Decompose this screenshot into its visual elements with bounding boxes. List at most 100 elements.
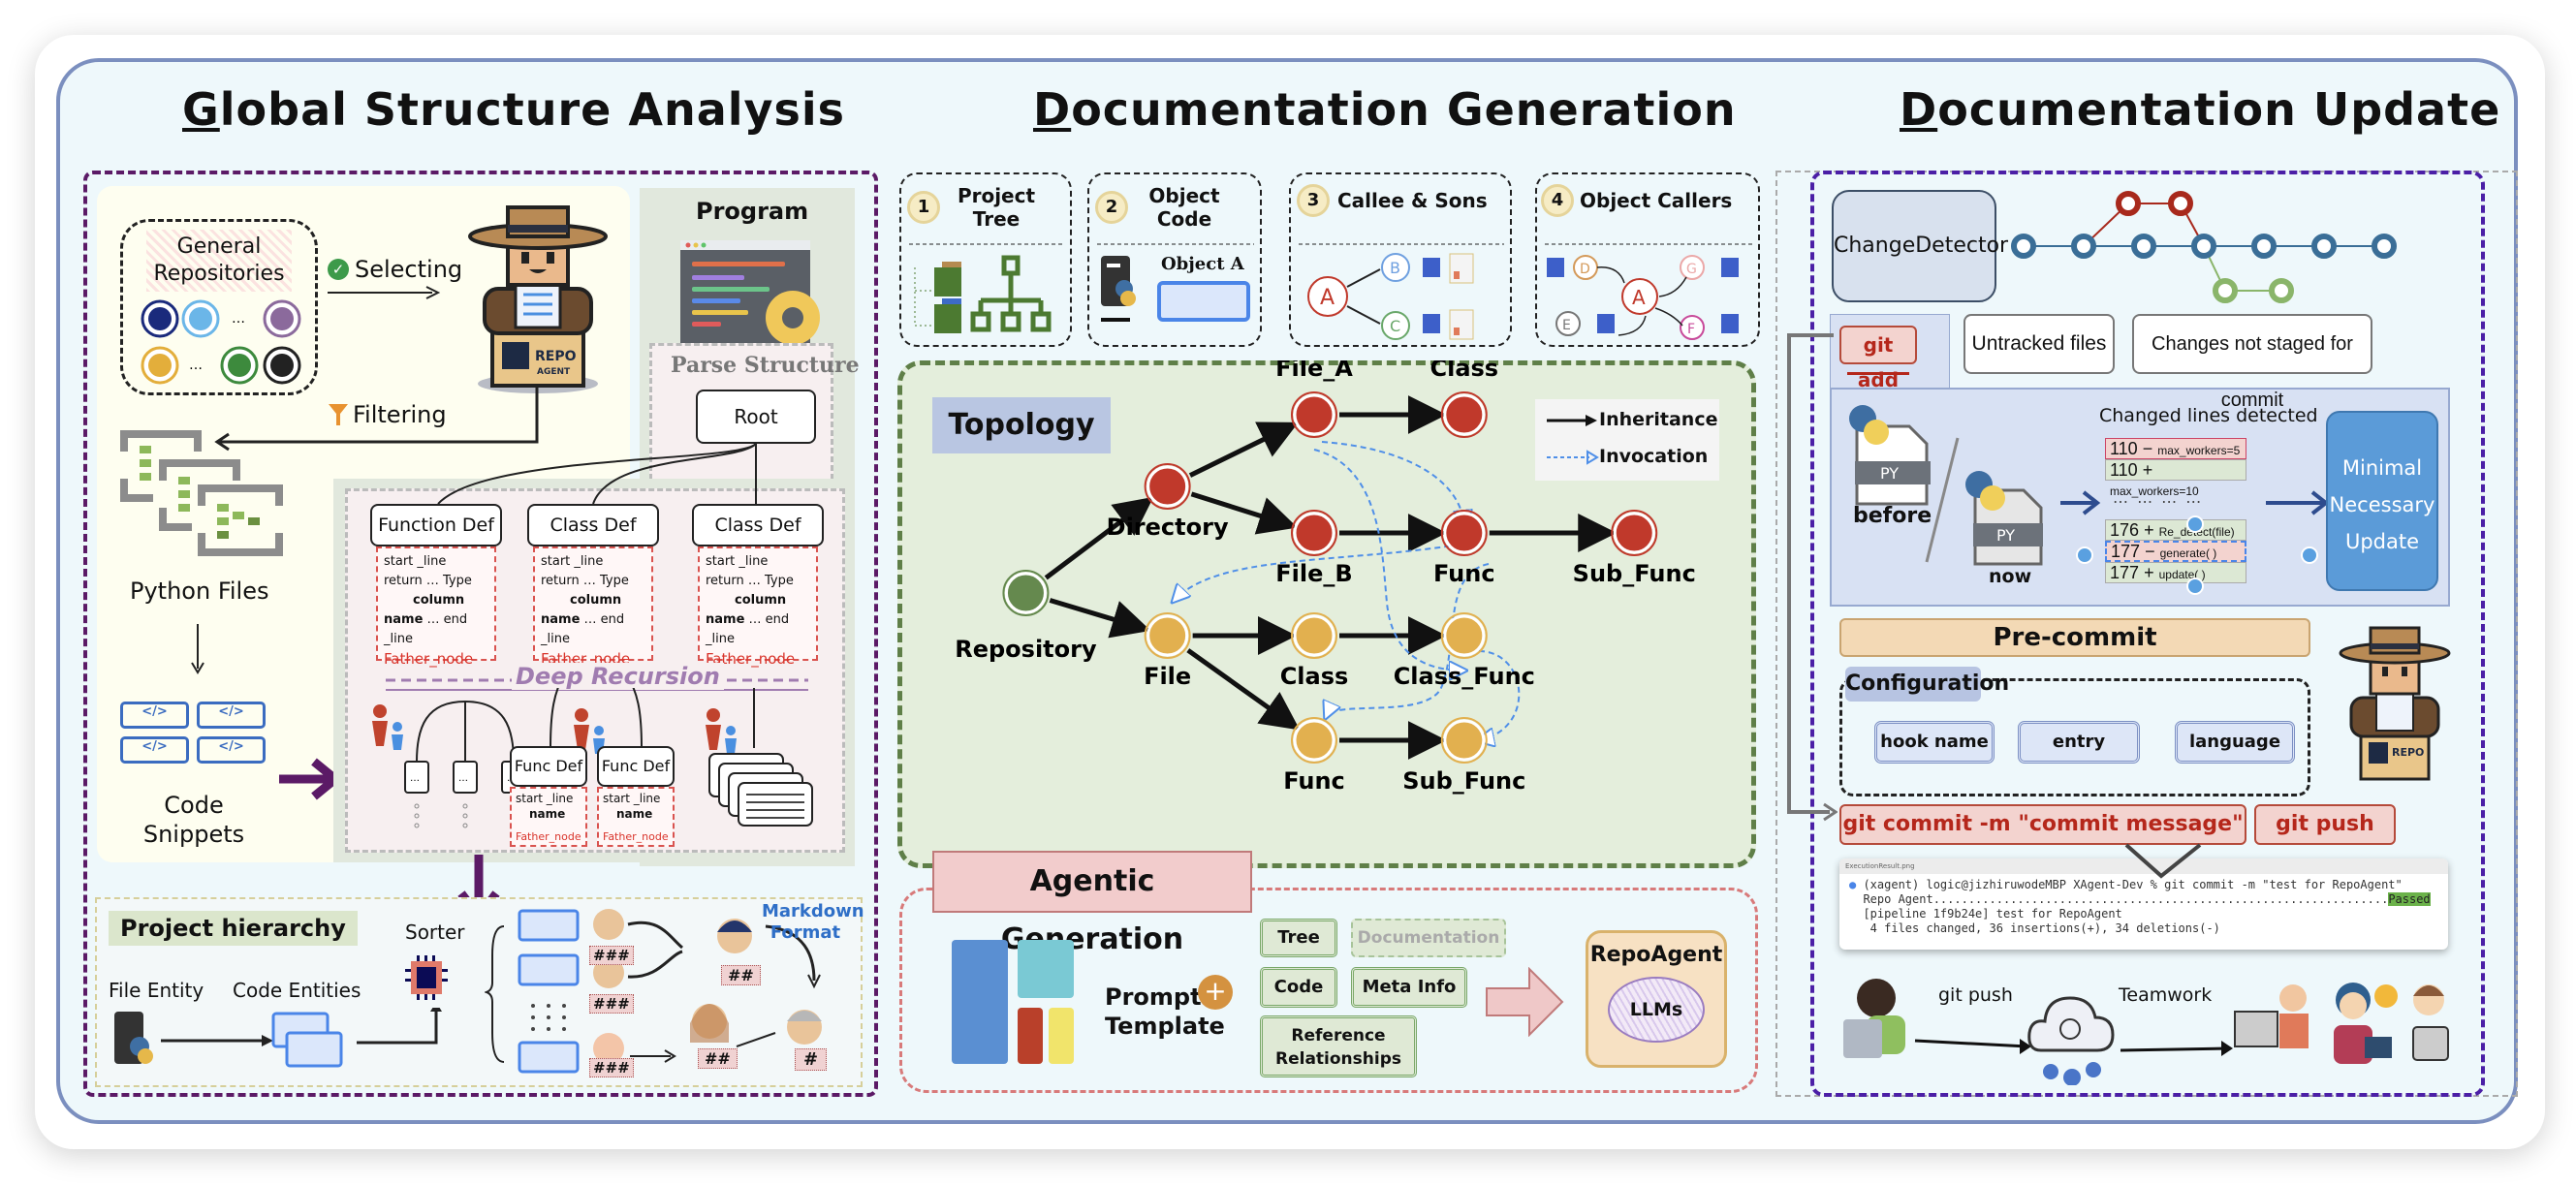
attr-father-node: Father_node [603, 830, 669, 843]
node-g: G [1686, 262, 1697, 277]
repoagent-mascot-icon: REPO AGENT [468, 205, 608, 393]
selection-handle-left[interactable] [2076, 546, 2093, 564]
legend-invocation: Invocation [1599, 446, 1709, 467]
inheritance-edge [1186, 648, 1301, 731]
code-snippets-grid: </> </> </> </> [120, 702, 266, 764]
topology-node-repository [1004, 572, 1047, 614]
before-label: before [1853, 504, 1932, 528]
topology-label-file-a: File_A [1275, 360, 1353, 382]
repoagent-label: RepoAgent [1589, 943, 1723, 967]
invocation-edge [1313, 449, 1464, 671]
agentic-generation-panel [899, 888, 1758, 1093]
teamwork-label: Teamwork [2119, 984, 2213, 1006]
sorter-label: Sorter [405, 921, 465, 944]
github-icons: … … [141, 299, 301, 385]
inheritance-edge [1188, 421, 1299, 478]
attr-name: name [529, 807, 566, 821]
step-number-badge: 3 [1297, 184, 1330, 217]
parent-child-icon [372, 704, 403, 750]
git-branch-graph [2011, 191, 2397, 303]
chip-tree: Tree [1260, 919, 1337, 957]
root-branches [437, 444, 757, 505]
terminal-line: [pipeline 1f9b24e] test for RepoAgent [1863, 907, 2122, 921]
python-file-icon [114, 1012, 153, 1064]
title-initial: G [182, 83, 220, 136]
attr-father-node: Father_node [384, 650, 474, 668]
teammate-computer-icon [2234, 984, 2309, 1048]
chip-documentation: Documentation [1351, 919, 1506, 957]
terminal-title: ExecutionResult.png [1839, 858, 2448, 874]
diff-line-selected[interactable]: 177 − generate( ) [2105, 541, 2246, 562]
code-entity-icon [271, 1012, 343, 1068]
svg-text:AGENT: AGENT [537, 367, 571, 377]
terminal-output: ● (xagent) logic@jizhiruwodeMBP XAgent-D… [1849, 878, 2431, 935]
cloud-sync-icon [2027, 996, 2115, 1085]
github-icon-lightblue [181, 299, 220, 338]
plus-icon: + [1198, 975, 1233, 1010]
commit-node-main [2131, 234, 2156, 259]
node-f: F [1687, 322, 1695, 337]
svg-text:…: … [232, 311, 245, 327]
program-window-icon [680, 240, 820, 345]
invocation-edge [1174, 544, 1461, 601]
topology-node-ring [1144, 463, 1191, 510]
attr-column: column [570, 593, 622, 608]
selection-handle-top[interactable] [2186, 515, 2204, 533]
h3-badge: ### [589, 946, 634, 965]
terminal-arrows [2124, 843, 2202, 879]
developer-laptop-icon [1843, 979, 1905, 1058]
hierarchy-flow [114, 1008, 442, 1068]
commit-node-main [2071, 234, 2096, 259]
code-snippet-icon: </> [120, 702, 189, 729]
deep-recursion-label: Deep Recursion [512, 663, 724, 690]
repoagent-box: RepoAgent LLMs [1586, 930, 1727, 1068]
diff-lines-top: 110 − max_workers=5 110 + max_workers=10 [2105, 438, 2246, 498]
git-commit-button[interactable]: git commit -m "commit message" [1839, 804, 2246, 845]
card-project-tree [899, 172, 1072, 347]
func-def-node: Func Def start _line name Father_node [597, 746, 675, 847]
topology-node-func-b [1443, 512, 1486, 554]
step-number-badge: 2 [1095, 191, 1128, 224]
card-dividers [909, 243, 1752, 245]
card-title: Object Code [1148, 184, 1220, 231]
config-language: language [2175, 721, 2295, 764]
def-title: Class Def [527, 504, 659, 546]
attr-start-line: start _line [706, 554, 769, 569]
minimal-update-box: Minimal Necessary Update [2326, 411, 2438, 591]
github-icon-navy [141, 299, 179, 338]
commit-node-main [2011, 234, 2036, 259]
python-file-icon [1101, 256, 1136, 322]
parse-structure-label: Parse Structure [671, 353, 860, 378]
git-add-underline [1847, 372, 1909, 375]
func-def-title: Func Def [597, 746, 675, 787]
terminal-line: (xagent) logic@jizhiruwodeMBP XAgent-Dev… [1863, 878, 2403, 891]
markdown-format-label: Markdown Format [762, 901, 864, 943]
attr-type: Type [443, 574, 472, 588]
git-add-to-commit-connector [1787, 333, 1838, 822]
topology-node-sub-func [1443, 719, 1486, 762]
filtering-label: Filtering [328, 401, 447, 428]
node-d: D [1580, 262, 1590, 277]
selection-handle-right[interactable] [2301, 546, 2318, 564]
card-title: Callee & Sons [1337, 189, 1488, 212]
prompt-template-label: Prompt Template [1105, 983, 1225, 1040]
card-header-4: 4 Object Callers [1541, 184, 1732, 217]
topology-node-file [1147, 614, 1189, 657]
inheritance-edge [1190, 491, 1298, 535]
inheritance-edge [1049, 598, 1151, 639]
callee-graph: A B C [1307, 253, 1474, 340]
card-title: Object Callers [1580, 189, 1733, 212]
update-panel [1810, 171, 2485, 1097]
selection-handle-bottom[interactable] [2186, 577, 2204, 595]
terminal-line: Repo Agent..............................… [1863, 892, 2389, 906]
check-icon: ✓ [328, 259, 349, 280]
markdown-hierarchy [485, 909, 822, 1074]
invocation-edge [1321, 441, 1464, 525]
git-add-button[interactable]: git add [1839, 326, 1917, 391]
git-push-button[interactable]: git push [2254, 804, 2396, 845]
object-a-label: Object A [1161, 254, 1244, 274]
global-structure-title: Global Structure Analysis [182, 83, 845, 136]
caller-graph: D A G E F [1547, 255, 1739, 340]
chip-reference-relationships: Reference Relationships [1260, 1015, 1417, 1077]
